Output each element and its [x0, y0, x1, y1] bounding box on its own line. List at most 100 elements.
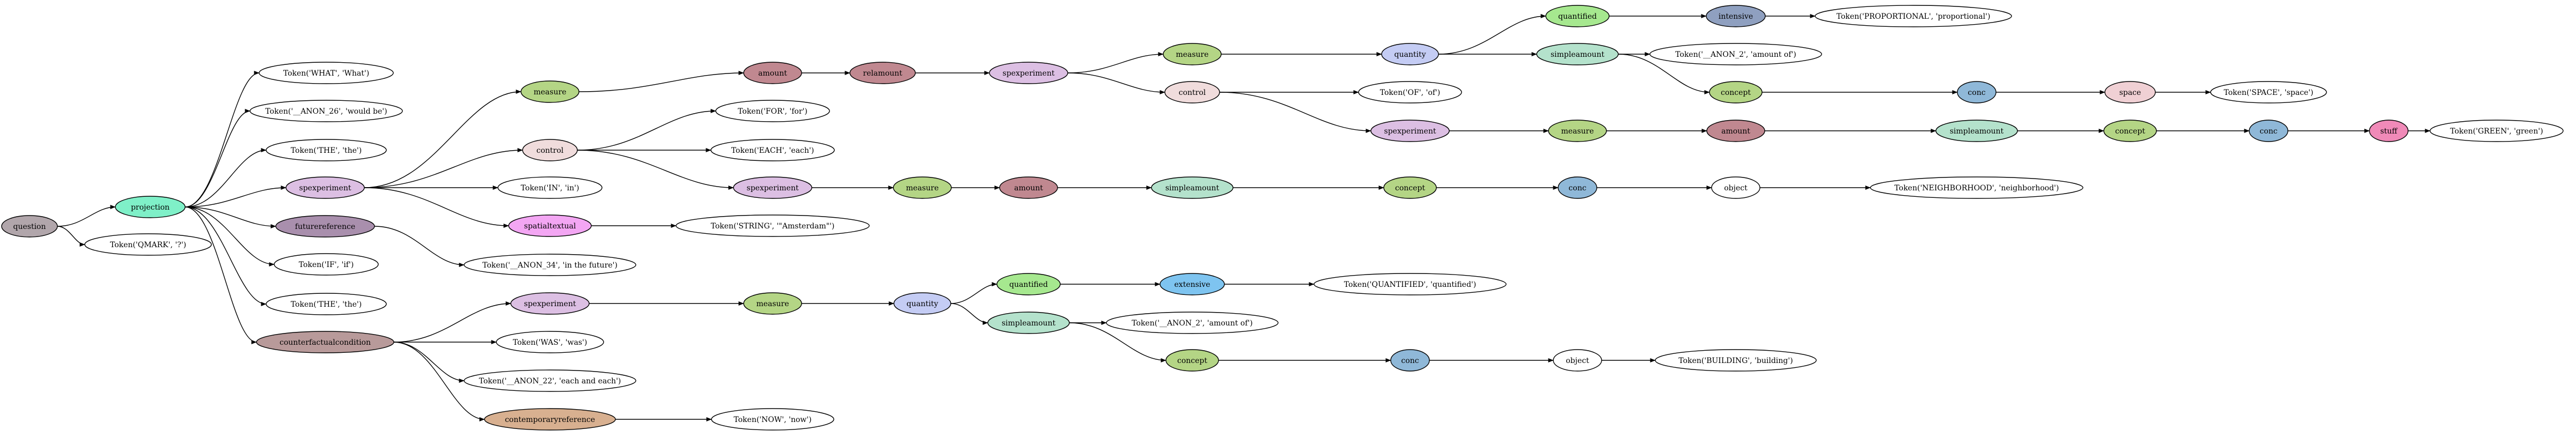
node-shape	[1649, 43, 1822, 65]
node-token-each-each: Token('EACH', 'each')	[710, 139, 835, 161]
node-shape	[2210, 81, 2327, 103]
node-shape	[849, 62, 916, 84]
node-shape	[2249, 120, 2288, 142]
node-shape	[510, 292, 590, 315]
node-simpleamount: simpleamount	[1536, 43, 1619, 65]
edge-quantity2-to-simpleamount4	[950, 303, 988, 325]
node-object: object	[1711, 176, 1760, 199]
node-shape	[1165, 349, 1219, 372]
edge-spexp1-to-measure1	[364, 90, 522, 188]
node-token-now-now: Token('NOW', 'now')	[711, 408, 834, 431]
node-concept: concept	[2103, 120, 2157, 142]
node-token-quantified-quantified: Token('QUANTIFIED', 'quantified')	[1313, 273, 1507, 295]
edge-futureref-to-tok_anon34	[374, 226, 465, 267]
node-spexperiment: spexperiment	[285, 176, 365, 199]
node-label: Token('QUANTIFIED', 'quantified')	[1344, 280, 1476, 289]
edge-cfcond-to-tok_anon22	[393, 342, 465, 383]
node-label: quantified	[1009, 280, 1048, 289]
node-token-anon-22-each-and-each: Token('__ANON_22', 'each and each')	[464, 369, 636, 392]
node-contemporaryreference: contemporaryreference	[484, 408, 616, 431]
node-label: concept	[1177, 357, 1207, 365]
node-shape	[1106, 312, 1279, 334]
edge-control1-to-spexp2	[577, 150, 734, 190]
node-shape	[2430, 120, 2564, 142]
node-label: Token('GREEN', 'green')	[2450, 127, 2543, 136]
node-token-the-the: Token('THE', 'the')	[266, 139, 387, 161]
node-label: amount	[758, 69, 787, 78]
node-label: stuff	[2380, 127, 2398, 136]
node-label: Token('THE', 'the')	[291, 300, 362, 309]
node-measure: measure	[743, 292, 802, 315]
node-shape	[1935, 120, 2018, 142]
node-shape	[285, 176, 365, 199]
node-shape	[1545, 5, 1610, 27]
edge-quantity2-to-quantified2	[950, 282, 997, 304]
node-token-was-was: Token('WAS', 'was')	[496, 331, 604, 353]
node-label: intensive	[1719, 12, 1753, 21]
edge-projection-to-tok_the1	[185, 148, 267, 208]
node-label: simpleamount	[1002, 319, 1056, 328]
node-measure: measure	[520, 80, 579, 103]
node-label: measure	[1561, 127, 1594, 136]
node-token-building-building: Token('BUILDING', 'building')	[1655, 349, 1817, 372]
node-amount: amount	[1706, 120, 1765, 142]
edge-question-to-projection	[57, 205, 116, 227]
node-shape	[522, 139, 578, 161]
node-label: counterfactualcondition	[280, 338, 371, 347]
node-quantity: quantity	[893, 292, 951, 315]
node-shape	[115, 196, 186, 218]
node-concept: concept	[1165, 349, 1219, 372]
node-shape	[1706, 120, 1765, 142]
node-label: measure	[906, 184, 938, 192]
node-shape	[1548, 120, 1607, 142]
edge-projection-to-cfcond	[185, 206, 257, 344]
edge-cfcond-to-contempref	[393, 342, 485, 421]
node-label: Token('IN', 'in')	[521, 184, 579, 192]
node-conc: conc	[1390, 349, 1430, 372]
node-token-anon-26-would-be: Token('__ANON_26', 'would be')	[249, 100, 403, 122]
node-label: Token('PROPORTIONAL', 'proportional')	[1837, 12, 1991, 21]
node-shape	[1558, 176, 1597, 199]
node-label: question	[13, 223, 46, 231]
node-label: conc	[1968, 88, 1985, 97]
node-shape	[1536, 43, 1619, 65]
node-label: space	[2119, 88, 2141, 97]
node-shape	[2104, 81, 2156, 103]
node-label: spexperiment	[299, 184, 351, 192]
node-shape	[1358, 81, 1462, 103]
node-shape	[1957, 81, 1997, 103]
node-shape	[508, 214, 592, 237]
node-intensive: intensive	[1706, 5, 1766, 27]
node-concept: concept	[1383, 176, 1437, 199]
node-question: question	[1, 215, 58, 238]
node-conc: conc	[1558, 176, 1597, 199]
node-label: Token('STRING', '"Amsterdam"')	[711, 222, 835, 231]
node-shape	[710, 139, 835, 161]
node-label: simpleamount	[1950, 127, 2004, 136]
node-label: Token('WHAT', 'What')	[283, 69, 369, 78]
edge-projection-to-spexp1	[185, 186, 287, 208]
node-shape	[893, 176, 952, 199]
node-space: space	[2104, 81, 2156, 103]
node-spexperiment: spexperiment	[989, 62, 1068, 84]
node-shape	[497, 176, 603, 199]
node-shape	[987, 312, 1070, 334]
node-label: Token('EACH', 'each')	[731, 146, 814, 155]
edge-question-to-qmark	[57, 226, 85, 247]
node-label: conc	[1401, 357, 1419, 365]
node-label: object	[1724, 184, 1748, 192]
node-shape	[1163, 43, 1222, 65]
node-label: spexperiment	[524, 300, 576, 308]
node-label: spexperiment	[1384, 127, 1436, 136]
node-label: Token('__ANON_34', 'in the future')	[482, 261, 618, 270]
node-shape	[274, 253, 379, 276]
node-shape	[733, 176, 812, 199]
node-shape	[1553, 349, 1602, 372]
node-measure: measure	[893, 176, 952, 199]
node-amount: amount	[999, 176, 1058, 199]
node-relamount: relamount	[849, 62, 916, 84]
node-label: Token('SPACE', 'space')	[2223, 88, 2313, 97]
node-token-of-of: Token('OF', 'of')	[1358, 81, 1462, 103]
node-label: measure	[1176, 50, 1208, 59]
